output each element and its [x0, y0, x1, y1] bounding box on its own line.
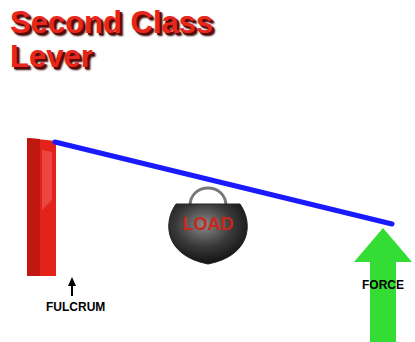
fulcrum-pointer-head	[68, 277, 76, 286]
fulcrum-shade	[27, 138, 40, 276]
fulcrum-highlight	[42, 150, 52, 210]
load-weight: LOAD	[158, 172, 258, 266]
fulcrum-block	[27, 138, 56, 276]
force-arrow: FORCE	[352, 228, 414, 342]
part-label: FULCRUM	[46, 300, 105, 314]
node-label: LOAD	[158, 214, 258, 235]
node-label: FORCE	[352, 278, 414, 292]
title: Second Class Lever	[10, 6, 215, 74]
load-handle	[190, 188, 226, 206]
